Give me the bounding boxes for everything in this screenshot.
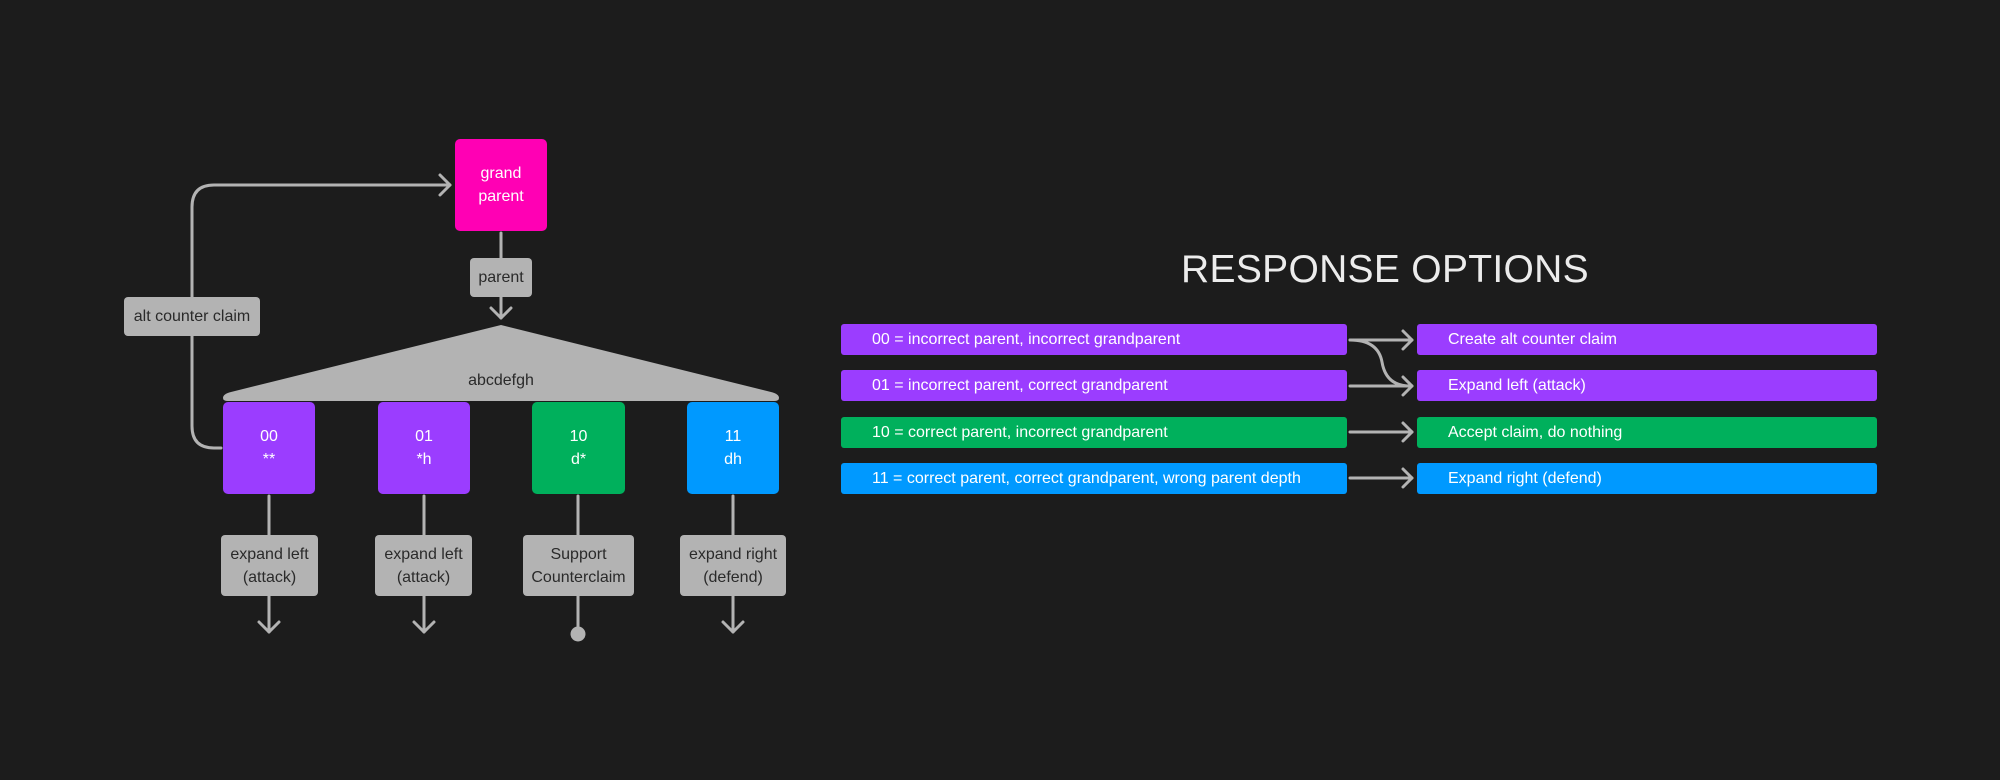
map-curve-00-to-expand-left (1348, 338, 1412, 388)
alt-counter-claim-label: alt counter claim (124, 297, 260, 336)
action-label-01: expand left (attack) (375, 535, 472, 596)
action-line2: (attack) (396, 568, 451, 586)
claim-label: abcdefgh (468, 372, 534, 389)
action-line1: expand left (384, 545, 463, 563)
alt-counter-claim-text: alt counter claim (133, 308, 251, 325)
condition-row-11: 11 = correct parent, correct grandparent… (841, 463, 1347, 494)
child-node-01[interactable]: 01 *h (378, 402, 470, 494)
child-pattern: *h (416, 451, 432, 468)
response-text: Accept claim, do nothing (1448, 423, 1623, 441)
action-line1: expand left (230, 545, 309, 563)
arrowhead-to-claim (489, 306, 513, 320)
condition-row-01: 01 = incorrect parent, correct grandpare… (841, 370, 1347, 401)
child-01-arrowhead (412, 620, 436, 634)
child-code: 00 (260, 428, 278, 445)
action-label-10: Support Counterclaim (523, 535, 634, 596)
condition-row-00: 00 = incorrect parent, incorrect grandpa… (841, 324, 1347, 355)
child-code: 01 (415, 428, 433, 445)
map-arrowhead-01 (1401, 375, 1414, 397)
action-label-00: expand left (attack) (221, 535, 318, 596)
response-row-create-alt-counter-claim: Create alt counter claim (1417, 324, 1877, 355)
child-node-00[interactable]: 00 ** (223, 402, 315, 494)
child-code: 11 (724, 428, 742, 445)
arrowhead-to-grandparent (438, 173, 452, 197)
grandparent-line2: parent (478, 188, 524, 205)
parent-label: parent (470, 258, 532, 297)
parent-label-text: parent (478, 269, 524, 286)
action-line2: (attack) (242, 568, 297, 586)
child-node-10[interactable]: 10 d* (532, 402, 625, 494)
map-arrowhead-10 (1401, 421, 1414, 443)
grandparent-node[interactable]: grand parent (455, 139, 547, 231)
response-row-expand-right: Expand right (defend) (1417, 463, 1877, 494)
child-10-terminal-dot (570, 626, 586, 642)
response-text: Expand right (defend) (1448, 469, 1602, 487)
map-arrowhead-00 (1401, 329, 1414, 351)
response-options-title: RESPONSE OPTIONS (1181, 248, 1589, 291)
condition-text: 00 = incorrect parent, incorrect grandpa… (872, 330, 1181, 348)
response-text: Create alt counter claim (1448, 330, 1617, 348)
child-11-arrowhead (721, 620, 745, 634)
action-line1: Support (550, 545, 607, 563)
child-00-arrowhead (257, 620, 281, 634)
grandparent-line1: grand (480, 165, 522, 182)
map-arrowhead-11 (1401, 467, 1414, 489)
response-row-expand-left: Expand left (attack) (1417, 370, 1877, 401)
child-node-11[interactable]: 11 dh (687, 402, 779, 494)
action-line1: expand right (688, 545, 778, 563)
child-pattern: d* (570, 451, 587, 468)
condition-text: 11 = correct parent, correct grandparent… (872, 469, 1301, 487)
response-row-accept-claim: Accept claim, do nothing (1417, 417, 1877, 448)
child-code: 10 (569, 428, 588, 445)
action-line2: (defend) (703, 568, 763, 586)
action-label-11: expand right (defend) (680, 535, 786, 596)
condition-row-10: 10 = correct parent, incorrect grandpare… (841, 417, 1347, 448)
child-pattern: ** (262, 451, 276, 468)
condition-text: 10 = correct parent, incorrect grandpare… (872, 423, 1168, 441)
child-pattern: dh (724, 451, 742, 468)
condition-text: 01 = incorrect parent, correct grandpare… (872, 376, 1168, 394)
response-text: Expand left (attack) (1448, 376, 1586, 394)
action-line2: Counterclaim (531, 568, 626, 586)
